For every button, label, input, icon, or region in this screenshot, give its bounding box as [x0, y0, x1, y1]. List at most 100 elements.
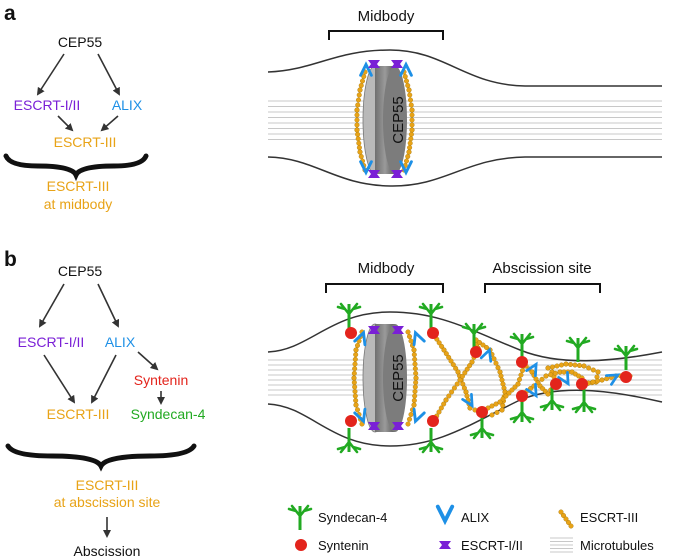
flow-b-final: Abscission [74, 543, 141, 559]
escrt-iii-bead [405, 153, 411, 159]
escrt-iii-bead [451, 385, 457, 391]
alix-v-shape [399, 61, 413, 77]
escrt-iii-bead [412, 356, 418, 362]
escrt-iii-bead [356, 92, 362, 98]
alix-v-shape [557, 370, 570, 387]
legend-alix-icon [435, 504, 455, 526]
alix-icon [604, 373, 621, 386]
alix-v-shape [461, 392, 474, 409]
legend-syntenin-label: Syntenin [318, 538, 369, 553]
flow-b-syndecan4: Syndecan-4 [131, 406, 206, 422]
microtubules-a [268, 100, 662, 140]
escrt-iii-bead [354, 107, 360, 113]
flow-a-escrt-i-ii: ESCRT-I/II [14, 97, 81, 113]
escrt-iii-bead [599, 377, 605, 383]
syntenin-dot [620, 371, 632, 383]
escrt-iii-bead [491, 356, 497, 362]
escrt-i-ii-icon [391, 60, 403, 68]
escrt-iii-bead [453, 365, 459, 371]
alix-icon [399, 61, 413, 77]
legend-syntenin-icon [295, 539, 307, 551]
escrt-iii-bead [535, 380, 541, 386]
escrt-iii-bead [559, 362, 565, 368]
escrt-iii-bead [409, 107, 415, 113]
escrt-iii-bead [412, 393, 418, 399]
escrt-iii-bead [548, 372, 554, 378]
alix-icon [353, 407, 367, 425]
syntenin-dot [516, 390, 528, 402]
escrt-iii-bead [462, 370, 468, 376]
syndecan4-arms [571, 400, 597, 414]
membrane-top-a [267, 49, 662, 87]
escrt-i-ii-shape [368, 170, 380, 178]
alix-v-shape [604, 373, 621, 386]
escrt-iii-bead [449, 389, 455, 395]
escrt-iii-bead [477, 340, 483, 346]
escrt-iii-bead [595, 378, 601, 384]
escrt-iii-bead [409, 112, 415, 118]
alix-v-shape [479, 347, 493, 363]
escrt-iii-bead [407, 334, 413, 340]
alix-v-shape [525, 361, 538, 378]
alix-icon [461, 392, 474, 409]
escrt-iii-bead [563, 516, 569, 522]
escrt-iii-bead [352, 389, 358, 395]
escrt-iii-bead [404, 78, 410, 84]
syndecan4-icon [613, 344, 639, 370]
escrt-iii-bead [506, 390, 512, 396]
midbody-complexes-a [354, 60, 415, 178]
syndecan4-icon [287, 504, 313, 530]
panel-a-flowchart: CEP55 ESCRT-I/II ALIX ESCRT-III ESCRT-II… [3, 34, 149, 212]
syndecan4-icon [509, 332, 535, 358]
escrt-iii-bead [436, 340, 442, 346]
escrt-iii-bead [566, 520, 572, 526]
escrt-iii-bead [358, 82, 364, 88]
escrt-iii-bead [353, 352, 359, 358]
escrt-iii-bead [558, 509, 564, 515]
brace-a [3, 153, 149, 182]
flow-a-escrt-iii: ESCRT-III [54, 134, 117, 150]
escrt-i-ii-shape [368, 60, 380, 68]
cep55-label-a: CEP55 [390, 96, 407, 144]
escrt-iii-bead [489, 412, 495, 418]
escrt-iii-bead [464, 366, 470, 372]
syntenin-dot [345, 415, 357, 427]
escrt-iii-bead [406, 149, 412, 155]
escrt-i-ii-icon [391, 170, 403, 178]
alix-v-shape [359, 61, 373, 77]
syndecan4-icon [461, 322, 487, 348]
escrt-iii-bead [520, 368, 526, 374]
escrt-iii-bead [545, 391, 551, 397]
escrt-iii-bead [438, 405, 444, 411]
escrt-iii-bead [411, 402, 417, 408]
escrt-iii-bead [354, 112, 360, 118]
syndecan4-arms [461, 322, 487, 336]
escrt-iii-bead [355, 136, 361, 142]
alix-icon [435, 504, 455, 526]
alix-icon [359, 61, 373, 77]
escrt-iii-bead [457, 377, 463, 383]
syndecan4-icon [336, 302, 362, 328]
midbody-label-a: Midbody [358, 8, 415, 25]
flow-a-result-2: at midbody [44, 196, 112, 212]
escrt-iii-bead [454, 381, 460, 387]
flow-b-syntenin: Syntenin [134, 372, 188, 388]
syndecan4-icon [571, 388, 597, 414]
escrt-iii-bead [351, 375, 357, 381]
arrow-b-cep55-escrt [39, 283, 65, 328]
syntenin-dot [516, 356, 528, 368]
legend-escrt-i-ii-label: ESCRT-I/II [461, 538, 523, 553]
legend-escrt-iii-label: ESCRT-III [580, 510, 638, 525]
escrt-i-ii-icon [392, 422, 404, 430]
escrt-iii-bead [354, 122, 360, 128]
escrt-iii-bead [408, 131, 414, 137]
escrt-iii-bead [405, 329, 411, 335]
escrt-iii-bead [405, 82, 411, 88]
escrt-i-ii-icon [368, 170, 380, 178]
escrt-iii-bead [495, 365, 501, 371]
escrt-i-ii-icon [368, 422, 380, 430]
escrt-iii-bead [402, 73, 408, 79]
escrt-iii-bead [408, 97, 414, 103]
syntenin-dot [345, 327, 357, 339]
legend-syndecan4-icon [287, 504, 313, 530]
